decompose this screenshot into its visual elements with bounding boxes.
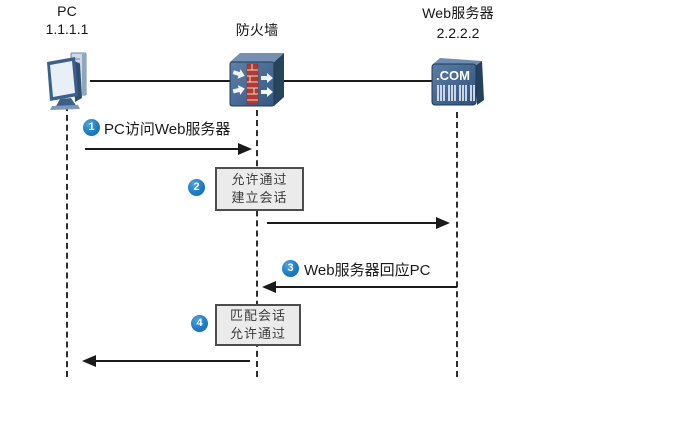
web-server-lifeline [456, 112, 458, 377]
step3-label: Web服务器回应PC [304, 262, 431, 279]
web-server-ip: 2.2.2.2 [436, 25, 480, 41]
step2-badge: 2 [188, 179, 205, 196]
firewall-label: 防火墙 [235, 22, 279, 38]
pc-label: PC [57, 3, 77, 19]
firewall-icon [229, 53, 284, 107]
step3-badge: 3 [282, 260, 299, 277]
step4-badge: 4 [191, 315, 208, 332]
step3-arrow-left-icon [262, 281, 457, 293]
web-server-icon: .COM [431, 58, 484, 106]
pc-lifeline [66, 105, 68, 377]
step4-box-line2: 允许通过 [229, 326, 286, 341]
step2-decision-box: 允许通过 建立会话 [215, 167, 304, 211]
step4-decision-box: 匹配会话 允许通过 [215, 304, 301, 346]
step1-arrow-right-icon [85, 143, 252, 155]
step2-box-line2: 建立会话 [231, 190, 288, 205]
step1-badge: 1 [83, 119, 100, 136]
step2-arrow-right-icon [267, 217, 450, 229]
step4-arrow-left-icon [82, 355, 250, 367]
step1-label: PC访问Web服务器 [104, 121, 231, 138]
step2-box-line1: 允许通过 [231, 172, 288, 187]
step4-box-line1: 匹配会话 [229, 308, 286, 323]
web-server-label: Web服务器 [422, 5, 494, 21]
server-dotcom-text: .COM [436, 68, 470, 83]
pc-icon [47, 52, 87, 110]
pc-ip: 1.1.1.1 [45, 21, 89, 37]
firewall-lifeline [256, 110, 258, 377]
